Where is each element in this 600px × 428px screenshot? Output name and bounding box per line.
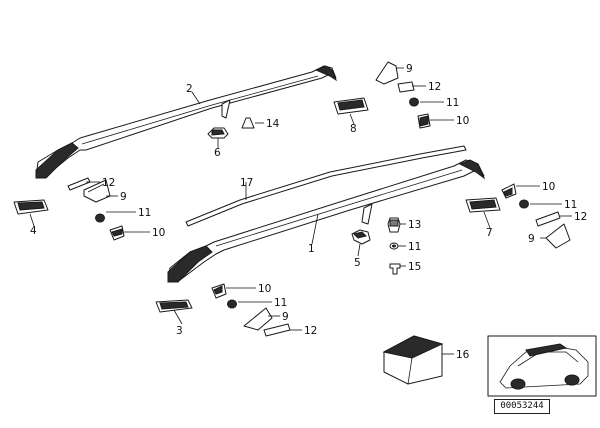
callout-12-right-upper: 12 (428, 81, 441, 93)
callout-9-left: 9 (120, 191, 127, 203)
callout-11-left: 11 (138, 207, 151, 219)
callout-2: 2 (186, 83, 193, 95)
callout-12-lower: 12 (304, 325, 317, 337)
callout-3: 3 (176, 325, 183, 337)
cover-cap-8 (333, 97, 369, 115)
car-inset (487, 335, 597, 397)
callout-9-right-upper: 9 (406, 63, 413, 75)
bracket-left (67, 177, 125, 241)
washer-center (389, 242, 399, 250)
callout-12-right-lower: 12 (574, 211, 587, 223)
callout-1: 1 (308, 243, 315, 255)
callout-8: 8 (350, 123, 357, 135)
callout-13: 13 (408, 219, 421, 231)
kit-box-16 (382, 335, 444, 385)
callout-15: 15 (408, 261, 421, 273)
callout-16: 16 (456, 349, 470, 361)
callout-5: 5 (354, 257, 361, 269)
clip-13 (387, 217, 401, 233)
reference-number: 00053244 (494, 399, 550, 414)
callout-4: 4 (30, 225, 37, 237)
callout-6: 6 (214, 147, 221, 159)
callout-10-left: 10 (152, 227, 165, 239)
screw-15 (389, 263, 401, 275)
clip-5 (351, 229, 371, 245)
cover-cap-7 (465, 197, 501, 213)
clip-14 (241, 117, 255, 129)
bracket-lower-center (211, 283, 291, 337)
callout-12-left: 12 (102, 177, 115, 189)
callout-10-right-lower: 10 (542, 181, 555, 193)
callout-11-lower: 11 (274, 297, 287, 309)
callout-10-lower: 10 (258, 283, 271, 295)
cover-cap-3 (155, 299, 193, 313)
roof-rail-lower (167, 159, 486, 283)
trim-strip (185, 145, 467, 227)
callout-10-right-upper: 10 (456, 115, 469, 127)
callout-14: 14 (266, 118, 280, 130)
callout-11-right-upper: 11 (446, 97, 459, 109)
callout-11-right-lower: 11 (564, 199, 577, 211)
callout-9-right-lower: 9 (528, 233, 535, 245)
callout-9-lower: 9 (282, 311, 289, 323)
leader-lines (29, 67, 572, 355)
callout-11-center: 11 (408, 241, 421, 253)
callout-17: 17 (240, 177, 253, 189)
clip-6 (207, 127, 229, 139)
bracket-right-lower (501, 183, 571, 249)
bracket-right-upper (375, 61, 431, 129)
callout-labels: 2 17 1 3 4 5 6 7 8 14 13 11 15 16 12 9 1… (30, 63, 587, 361)
callout-7: 7 (486, 227, 493, 239)
roof-rail-upper (35, 65, 338, 179)
cover-cap-4 (13, 199, 49, 215)
